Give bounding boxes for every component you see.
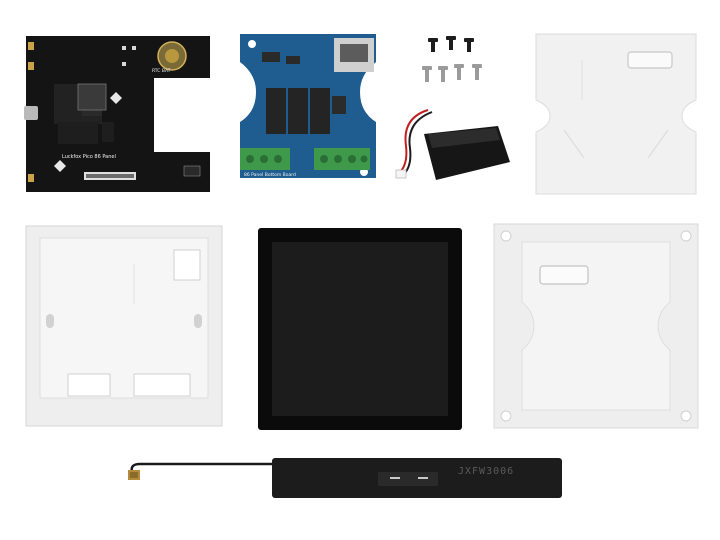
silver-screw	[422, 64, 482, 82]
main-board-chip-label: RTC BAT	[152, 68, 171, 74]
bottom-board: 86 Panel Bottom Board	[228, 32, 388, 182]
screws	[420, 34, 500, 90]
antenna-label: JXFW3006	[458, 466, 514, 477]
main-board-label: Luckfox Pico 86 Panel	[62, 154, 116, 160]
front-frame	[24, 224, 224, 430]
rtc-battery	[388, 100, 518, 190]
bottom-board-label: 86 Panel Bottom Board	[244, 172, 296, 178]
touch-display	[258, 228, 462, 430]
back-cover	[492, 222, 700, 430]
rear-plate	[532, 30, 700, 198]
main-board: Luckfox Pico 86 Panel RTC BAT	[24, 34, 214, 196]
black-screw	[428, 36, 474, 52]
antenna: JXFW3006	[128, 450, 568, 506]
